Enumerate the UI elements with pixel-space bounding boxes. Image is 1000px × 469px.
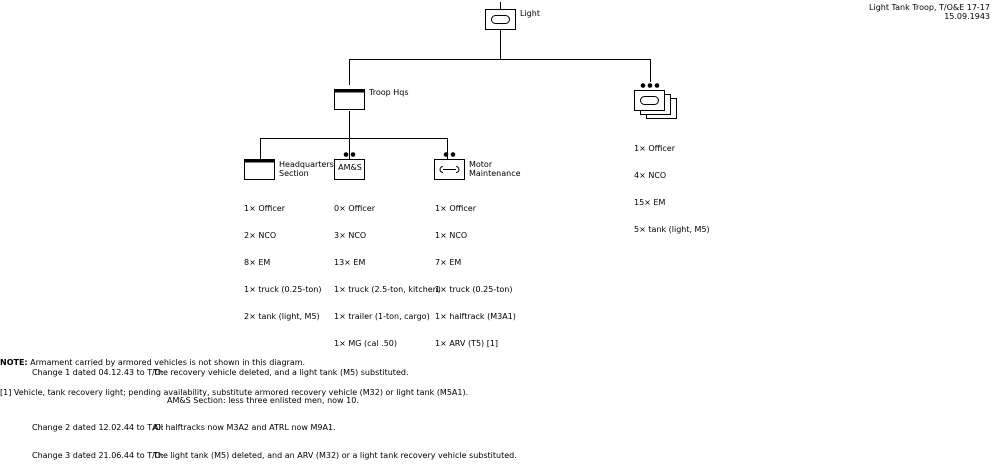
hq-section-label: Headquarters Section bbox=[279, 160, 334, 178]
list-item: 15× EM bbox=[634, 198, 666, 207]
maintenance-composition: 1× Officer 1× NCO 7× EM 1× truck (0.25-t… bbox=[435, 186, 516, 357]
note-intro: Armament carried by armored vehicles is … bbox=[30, 358, 306, 367]
list-item: 1× trailer (1-ton, cargo) bbox=[334, 312, 430, 321]
change-label: Change 2 dated 12.02.44 to T/O: bbox=[32, 423, 164, 432]
list-item: 1× truck (0.25-ton) bbox=[435, 285, 513, 294]
list-item: 2× tank (light, M5) bbox=[244, 312, 320, 321]
change-text: All halftracks now M3A2 and ATRL now M9A… bbox=[153, 423, 336, 432]
maintenance-label: Motor Maintenance bbox=[469, 160, 521, 178]
armor-oval-icon bbox=[491, 15, 510, 24]
org-chart-connectors bbox=[260, 2, 651, 159]
list-item: 4× NCO bbox=[634, 171, 667, 180]
troop-hq-label: Troop Hqs bbox=[369, 88, 409, 97]
list-item: 8× EM bbox=[244, 258, 271, 267]
size-dot-icon bbox=[443, 152, 449, 157]
armor-oval-icon bbox=[640, 96, 659, 105]
list-item: 1× Officer bbox=[634, 144, 675, 153]
page-date: 15.09.1943 bbox=[944, 12, 990, 21]
size-dot-icon bbox=[640, 83, 646, 88]
maintenance-symbol bbox=[434, 152, 465, 180]
size-dot-icon bbox=[654, 83, 660, 88]
list-item: 1× NCO bbox=[435, 231, 468, 240]
footnote: [1] Vehicle, tank recovery light; pendin… bbox=[0, 388, 469, 397]
ams-symbol-text: AM&S bbox=[338, 163, 362, 172]
tank-platoons-composition: 1× Officer 4× NCO 15× EM 5× tank (light,… bbox=[634, 126, 710, 243]
change-labels: Change 1 dated 04.12.43 to T/O: Change 2… bbox=[32, 350, 164, 469]
list-item: 1× MG (cal .50) bbox=[334, 339, 398, 348]
size-dot-icon bbox=[343, 152, 349, 157]
notes: NOTE: Armament carried by armored vehicl… bbox=[0, 340, 305, 377]
list-item: 1× truck (2.5-ton, kitchen) bbox=[334, 285, 441, 294]
list-item: 1× Officer bbox=[435, 204, 476, 213]
change-text: The recovery vehicle deleted, and a ligh… bbox=[153, 368, 409, 377]
change-text: The light tank (M5) deleted, and an ARV … bbox=[153, 450, 517, 460]
list-item: 3× NCO bbox=[334, 231, 367, 240]
light-tank-troop-symbol bbox=[485, 9, 516, 30]
list-item: 1× halftrack (M3A1) bbox=[435, 312, 516, 321]
list-item: 5× tank (light, M5) bbox=[634, 225, 710, 234]
hq-section-composition: 1× Officer 2× NCO 8× EM 1× truck (0.25-t… bbox=[244, 186, 321, 330]
list-item: 13× EM bbox=[334, 258, 366, 267]
size-dot-icon bbox=[647, 83, 653, 88]
wrench-icon bbox=[439, 166, 460, 173]
note-heading: NOTE: bbox=[0, 358, 28, 367]
change-label: Change 1 dated 04.12.43 to T/O: bbox=[32, 368, 164, 377]
list-item: 7× EM bbox=[435, 258, 462, 267]
header: Light Tank Troop, T/O&E 17-17 15.09.1943 bbox=[869, 3, 990, 21]
list-item: 0× Officer bbox=[334, 204, 375, 213]
list-item: 1× ARV (T5) [1] bbox=[435, 339, 499, 348]
tank-platoons-symbol bbox=[634, 83, 677, 119]
page-title: Light Tank Troop, T/O&E 17-17 bbox=[869, 3, 990, 12]
size-dot-icon bbox=[350, 152, 356, 157]
change-label: Change 3 dated 21.06.44 to T/O: bbox=[32, 450, 164, 460]
list-item: 2× NCO bbox=[244, 231, 277, 240]
top-unit-label: Light bbox=[520, 9, 540, 18]
change-descriptions: The recovery vehicle deleted, and a ligh… bbox=[153, 350, 517, 469]
troop-hq-symbol bbox=[334, 89, 365, 110]
ams-symbol bbox=[334, 152, 365, 180]
list-item: 1× truck (0.25-ton) bbox=[244, 285, 322, 294]
list-item: 1× Officer bbox=[244, 204, 285, 213]
size-dot-icon bbox=[450, 152, 456, 157]
ams-composition: 0× Officer 3× NCO 13× EM 1× truck (2.5-t… bbox=[334, 186, 441, 357]
hq-section-symbol bbox=[244, 159, 275, 180]
